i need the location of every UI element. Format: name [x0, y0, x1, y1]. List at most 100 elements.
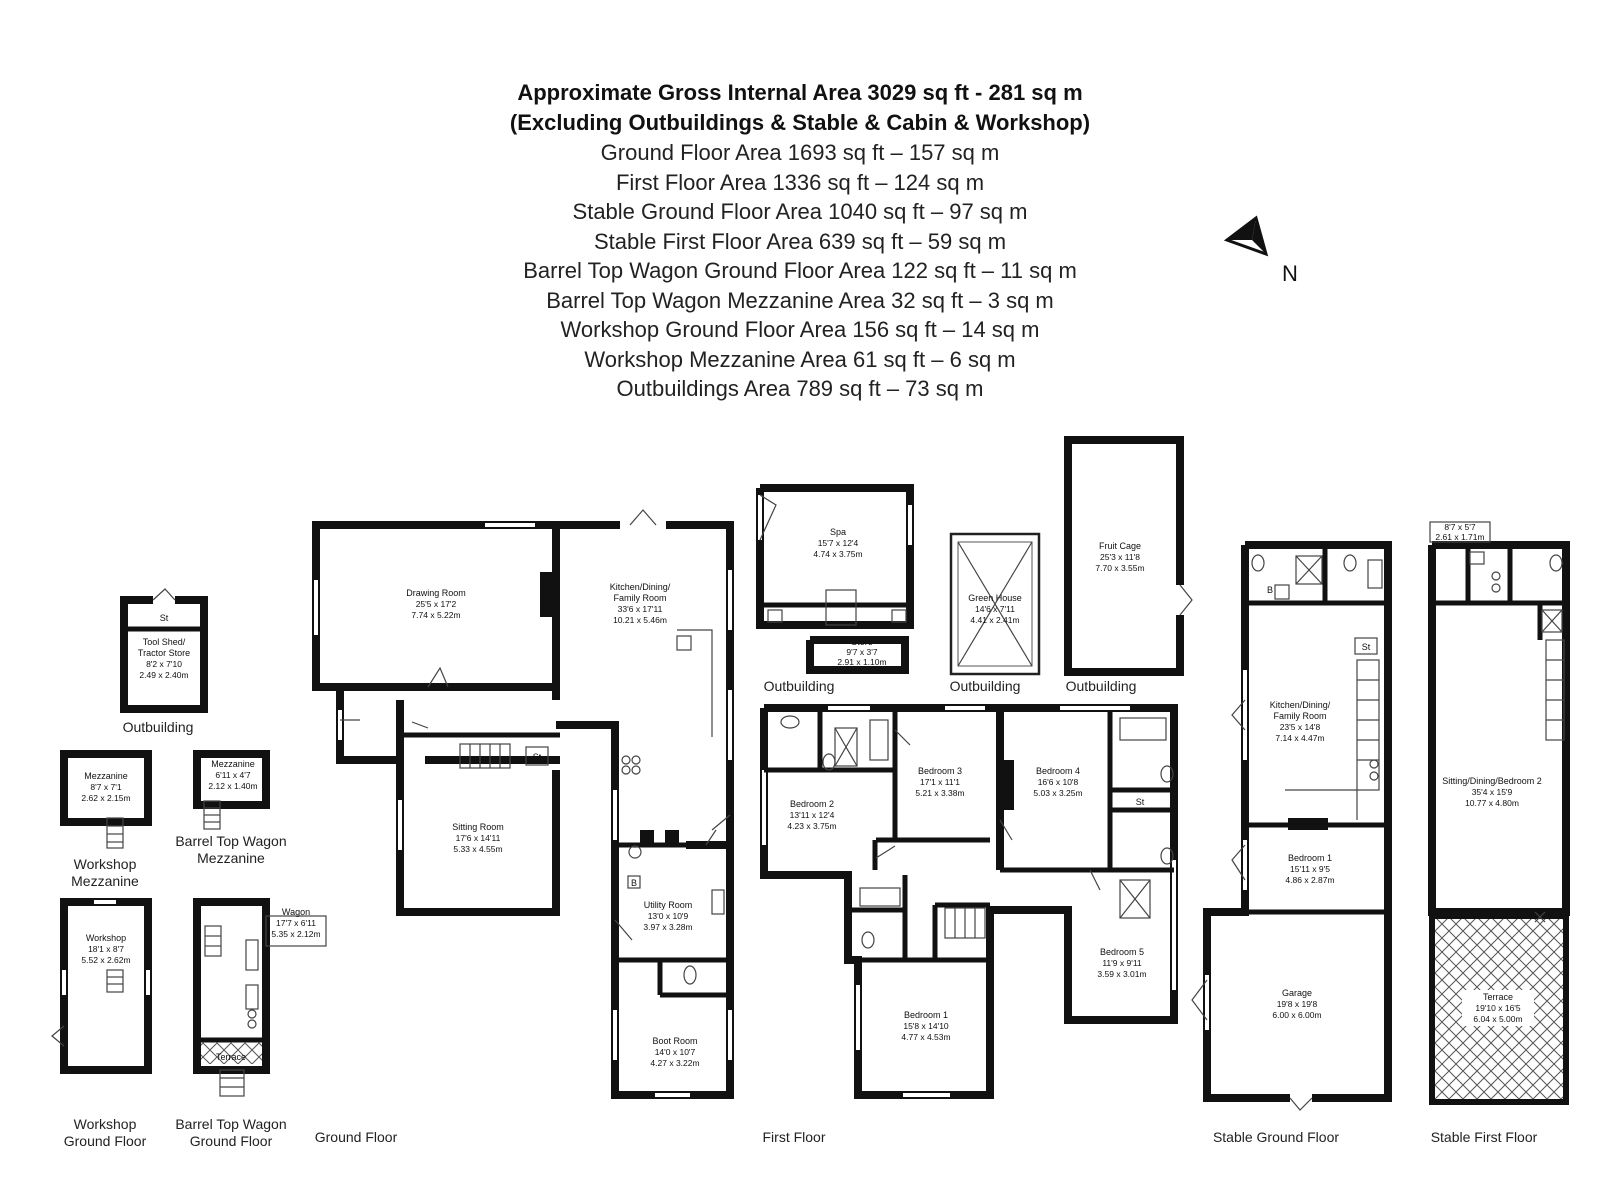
store-name: Store [851, 637, 873, 647]
workshop-mezzanine-dim: 8'7 x 7'1 [90, 782, 121, 792]
area-ground-floor: Ground Floor Area 1693 sq ft – 157 sq m [600, 140, 1000, 165]
workshop-dim: 18'1 x 8'7 [88, 944, 124, 954]
workshop-name: Workshop [86, 933, 126, 943]
tool-shed-dim: 8'2 x 7'10 [146, 659, 182, 669]
wagon-ground-label: Barrel Top Wagon [175, 1116, 286, 1132]
area-stable-ground: Stable Ground Floor Area 1040 sq ft – 97… [572, 199, 1028, 224]
store-dim: 9'7 x 3'7 [846, 647, 877, 657]
outbuilding-tool-label: Outbuilding [123, 719, 194, 735]
stable-bedroom-1-dim: 15'11 x 9'5 [1290, 864, 1330, 874]
workshop-mezzanine-name: Mezzanine [84, 771, 128, 781]
store-dim-metric: 2.91 x 1.10m [837, 657, 886, 667]
north-arrow-icon [1223, 215, 1269, 257]
bedroom-5-dim-metric: 3.59 x 3.01m [1097, 969, 1146, 979]
bedroom-4-dim-metric: 5.03 x 3.25m [1033, 788, 1082, 798]
stable-sitting-dim-metric: 10.77 x 4.80m [1465, 798, 1519, 808]
fruit-cage-name: Fruit Cage [1099, 541, 1141, 551]
workshop-ground-label: Workshop [74, 1116, 137, 1132]
workshop-ground-plan [51, 898, 152, 1074]
ground-floor-plan [312, 509, 734, 1099]
first-floor-store-label: St [1136, 797, 1145, 807]
title-line-1: Approximate Gross Internal Area 3029 sq … [517, 80, 1083, 105]
garage-name: Garage [1282, 988, 1312, 998]
area-first-floor: First Floor Area 1336 sq ft – 124 sq m [615, 169, 985, 195]
green-house-dim: 14'6 x 7'11 [975, 604, 1015, 614]
sitting-room-name: Sitting Room [452, 822, 504, 832]
stable-terrace-dim-metric: 6.04 x 5.00m [1473, 1014, 1522, 1024]
area-stable-first: Stable First Floor Area 639 sq ft – 59 s… [593, 228, 1007, 254]
outbuilding-spa-label: Outbuilding [764, 678, 835, 694]
sitting-room-dim-metric: 5.33 x 4.55m [453, 844, 502, 854]
area-workshop-mezzanine: Workshop Mezzanine Area 61 sq ft – 6 sq … [584, 346, 1016, 372]
boot-room-dim: 14'0 x 10'7 [655, 1047, 696, 1057]
green-house-plan [949, 532, 1041, 676]
green-house-name: Green House [968, 593, 1022, 603]
stable-terrace-name: Terrace [1483, 992, 1513, 1002]
bedroom-3-dim: 17'1 x 11'1 [920, 777, 960, 787]
wagon-dim-metric: 5.35 x 2.12m [271, 929, 320, 939]
workshop-mezzanine-plan [60, 750, 152, 849]
utility-boiler-label: B [631, 878, 637, 888]
kitchen-dim: 33'6 x 17'11 [618, 604, 663, 614]
stable-sitting-dim: 35'4 x 15'9 [1472, 787, 1513, 797]
wagon-terrace-name: Terrace [216, 1052, 246, 1062]
drawing-room-dim: 25'5 x 17'2 [416, 599, 457, 609]
spa-dim: 15'7 x 12'4 [818, 538, 859, 548]
stable-boiler-label: B [1267, 585, 1273, 595]
wagon-mezzanine-label: Barrel Top Wagon [175, 833, 286, 849]
stable-kitchen-dim-metric: 7.14 x 4.47m [1275, 733, 1324, 743]
bedroom-4-dim: 16'6 x 10'8 [1038, 777, 1079, 787]
ground-floor-store-label: St [533, 752, 542, 762]
fruit-cage-plan [1064, 436, 1193, 676]
drawing-room-name: Drawing Room [406, 588, 466, 598]
bedroom-3-name: Bedroom 3 [918, 766, 962, 776]
drawing-room-dim-metric: 7.74 x 5.22m [411, 610, 460, 620]
stable-first-small-dim: 8'7 x 5'7 [1444, 522, 1475, 532]
utility-room-name: Utility Room [644, 900, 693, 910]
area-wagon-ground: Barrel Top Wagon Ground Floor Area 122 s… [523, 258, 1077, 283]
wagon-name: Wagon [282, 907, 310, 917]
tool-store-cupboard-label: St [160, 613, 169, 623]
stable-sitting-name: Sitting/Dining/Bedroom 2 [1442, 776, 1542, 786]
fruit-cage-dim-metric: 7.70 x 3.55m [1095, 563, 1144, 573]
first-floor-label: First Floor [763, 1129, 826, 1145]
wagon-dim: 17'7 x 6'11 [276, 918, 316, 928]
stable-ground-plan [1191, 541, 1392, 1111]
boot-room-dim-metric: 4.27 x 3.22m [650, 1058, 699, 1068]
spa-plan [756, 484, 914, 674]
workshop-mezzanine-label-2: Mezzanine [71, 873, 139, 889]
bedroom-4-name: Bedroom 4 [1036, 766, 1080, 776]
title-line-2: (Excluding Outbuildings & Stable & Cabin… [509, 110, 1091, 135]
tool-shed-dim-metric: 2.49 x 2.40m [139, 670, 188, 680]
area-wagon-mezzanine: Barrel Top Wagon Mezzanine Area 32 sq ft… [546, 287, 1054, 313]
wagon-mezzanine-plan [193, 750, 270, 830]
workshop-ground-label-2: Ground Floor [64, 1133, 147, 1149]
stable-kitchen-name-2: Family Room [1273, 711, 1326, 721]
bedroom-2-dim: 13'11 x 12'4 [790, 810, 835, 820]
stable-first-floor-label: Stable First Floor [1431, 1129, 1538, 1145]
ground-floor-label: Ground Floor [315, 1129, 398, 1145]
garage-dim: 19'8 x 19'8 [1277, 999, 1318, 1009]
spa-dim-metric: 4.74 x 3.75m [813, 549, 862, 559]
wagon-mezzanine-dim-metric: 2.12 x 1.40m [208, 781, 257, 791]
stable-bedroom-1-dim-metric: 4.86 x 2.87m [1285, 875, 1334, 885]
bedroom-2-name: Bedroom 2 [790, 799, 834, 809]
area-outbuildings: Outbuildings Area 789 sq ft – 73 sq m [616, 376, 984, 401]
wagon-mezzanine-dim: 6'11 x 4'7 [215, 770, 250, 780]
workshop-mezzanine-label: Workshop [74, 856, 137, 872]
bedroom-1-dim: 15'8 x 14'10 [903, 1021, 949, 1031]
workshop-mezzanine-dim-metric: 2.62 x 2.15m [81, 793, 130, 803]
kitchen-name-2: Family Room [613, 593, 666, 603]
fruit-cage-dim: 25'3 x 11'8 [1100, 552, 1140, 562]
utility-room-dim-metric: 3.97 x 3.28m [643, 922, 692, 932]
wagon-mezzanine-label-2: Mezzanine [197, 850, 265, 866]
bedroom-1-name: Bedroom 1 [904, 1010, 948, 1020]
spa-name: Spa [830, 527, 846, 537]
terrace-label-bg [1462, 990, 1534, 1026]
wagon-ground-label-2: Ground Floor [190, 1133, 273, 1149]
stable-terrace-dim: 19'10 x 16'5 [1475, 1003, 1521, 1013]
wagon-ground-plan [193, 898, 327, 1097]
bedroom-3-dim-metric: 5.21 x 3.38m [915, 788, 964, 798]
utility-room-dim: 13'0 x 10'9 [648, 911, 689, 921]
